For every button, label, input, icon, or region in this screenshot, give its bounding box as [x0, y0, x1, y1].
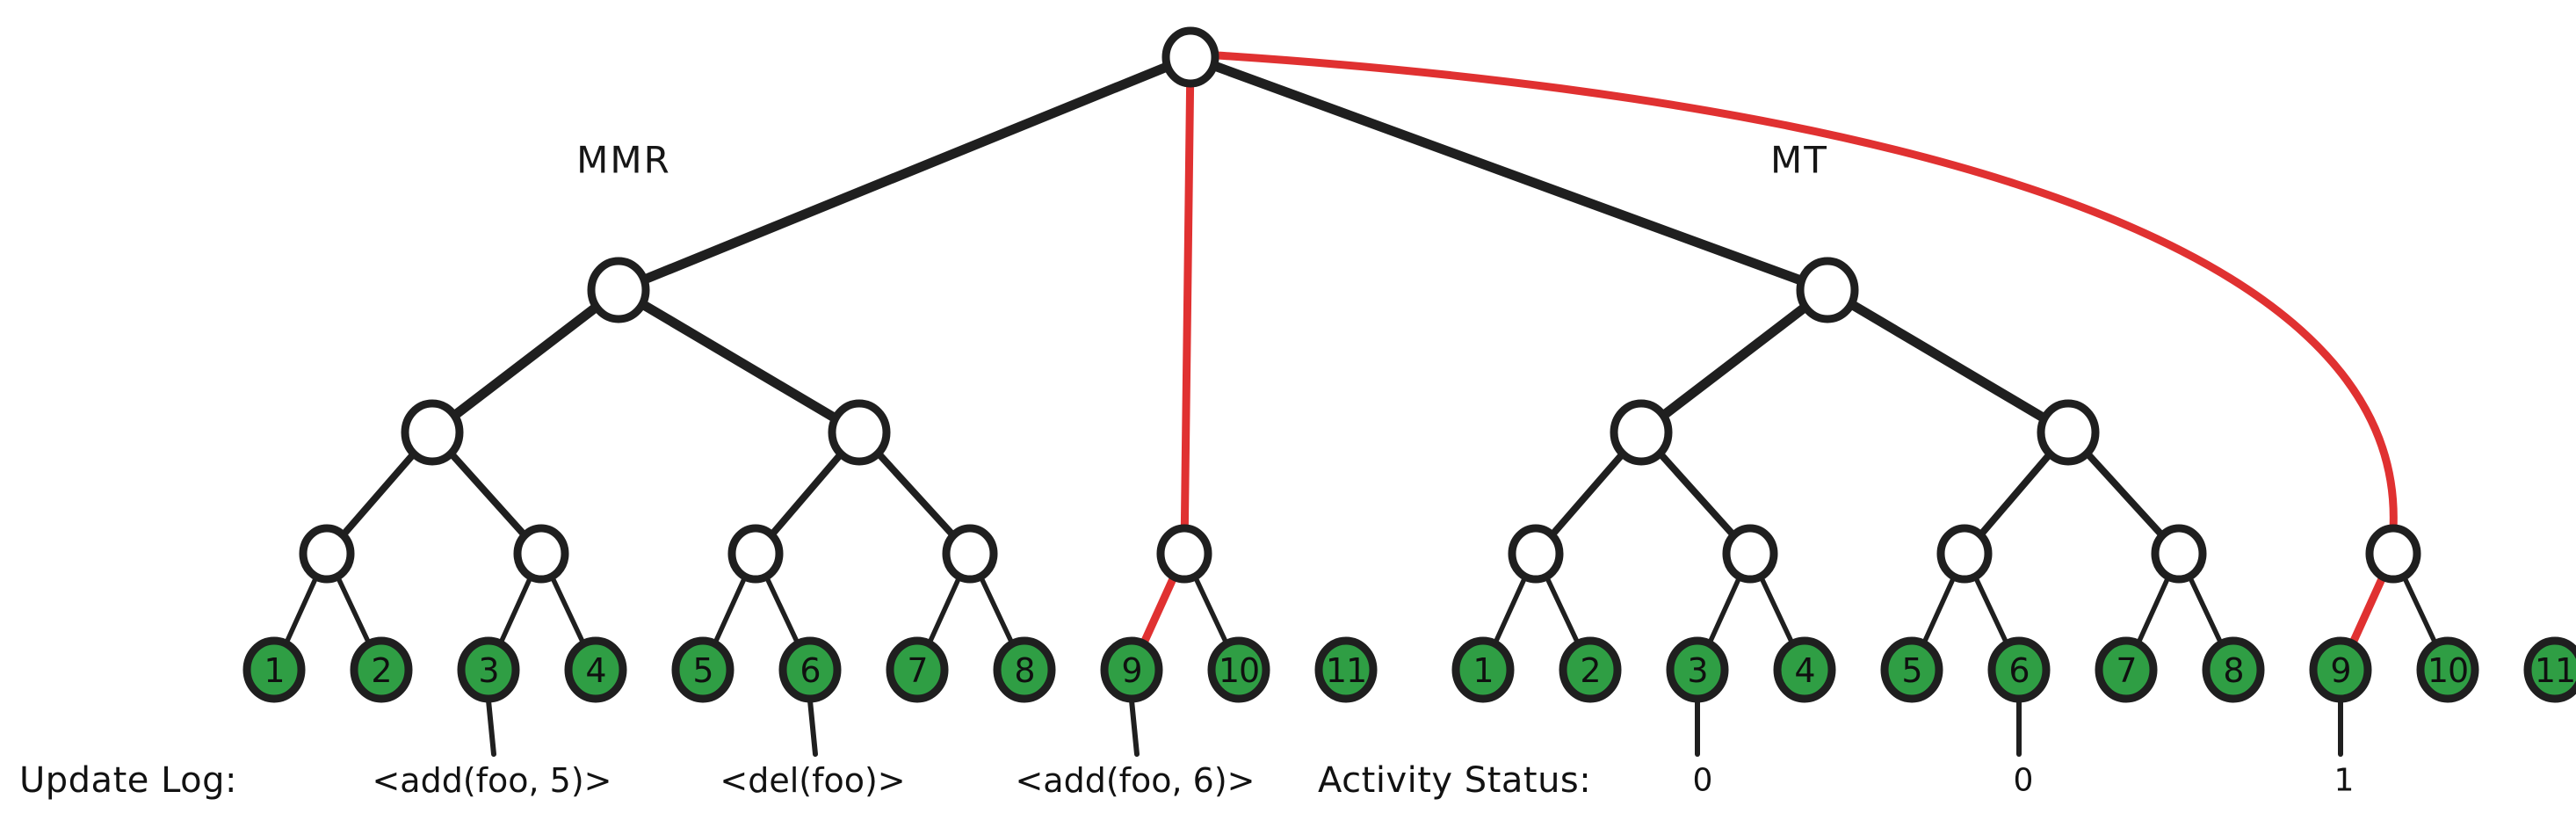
highlight-path-edges	[1140, 51, 2398, 648]
leaf-label: 6	[2008, 651, 2029, 690]
leaf-node-mt-1: 1	[1451, 636, 1515, 703]
leaf-label: 11	[1326, 651, 1366, 690]
root-node	[1161, 26, 1219, 88]
root-circle	[1161, 26, 1219, 88]
leaf-node-mmr-2: 2	[350, 636, 413, 703]
leaf-label: 1	[264, 651, 284, 690]
leaf-label: 10	[2428, 651, 2468, 690]
internal-node-L2-a	[401, 399, 464, 466]
leaf-label: 11	[2535, 651, 2575, 690]
internal-node-R1-right	[1796, 257, 1859, 323]
annotation-ticks	[486, 698, 2343, 757]
leaf-node-mmr-3: 3	[457, 636, 520, 703]
tree-label-mt: MT	[1770, 139, 1828, 182]
update-log-caption: Update Log:	[19, 760, 237, 801]
leaf-label: 1	[1473, 651, 1493, 690]
leaf-node-mmr-1: 1	[242, 636, 306, 703]
leaf-label: 9	[1121, 651, 1141, 690]
leaf-label: 10	[1219, 651, 1259, 690]
internal-node-R3-e	[2365, 524, 2421, 584]
leaf-node-mmr-10: 10	[1207, 636, 1270, 703]
internal-node-L2-b	[828, 399, 891, 466]
leaf-label: 5	[692, 651, 713, 690]
internal-node-R3-c	[1936, 524, 1993, 584]
internal-node-R2-b	[2037, 399, 2100, 466]
leaf-label: 7	[907, 651, 927, 690]
leaf-label: 9	[2330, 651, 2350, 690]
log-entry: <del(foo)>	[720, 761, 905, 800]
internal-nodes	[299, 257, 2421, 584]
leaf-node-mt-2: 2	[1559, 636, 1622, 703]
tick-log-6	[807, 698, 818, 757]
tick-log-3	[486, 698, 496, 757]
internal-node-L3-e	[1156, 524, 1212, 584]
leaf-label: 4	[585, 651, 605, 690]
tree-label-mmr: MMR	[576, 139, 671, 182]
status-entry: 0	[1693, 763, 1713, 799]
leaf-label: 7	[2116, 651, 2136, 690]
leaf-node-mmr-4: 4	[564, 636, 627, 703]
log-entry: <add(foo, 5)>	[372, 761, 611, 800]
internal-node-L1-left	[587, 257, 650, 323]
internal-node-L3-d	[942, 524, 998, 584]
leaf-node-mmr-9: 9	[1100, 636, 1163, 703]
activity-status-caption: Activity Status:	[1318, 760, 1591, 801]
update-log-entries: <add(foo, 5)> <del(foo)> <add(foo, 6)>	[372, 761, 1255, 800]
internal-node-L3-b	[513, 524, 569, 584]
internal-node-R3-d	[2151, 524, 2207, 584]
leaf-node-mt-11: 11	[2523, 636, 2576, 703]
leaf-node-mmr-7: 7	[886, 636, 949, 703]
leaf-node-mt-9: 9	[2309, 636, 2372, 703]
leaf-label: 8	[1014, 651, 1034, 690]
leaf-node-mt-6: 6	[1987, 636, 2051, 703]
tree-edges	[283, 61, 2438, 646]
status-entry: 1	[2334, 763, 2355, 799]
leaf-node-mmr-5: 5	[671, 636, 734, 703]
leaf-label: 2	[371, 651, 391, 690]
internal-node-R3-a	[1508, 524, 1564, 584]
leaf-node-mt-5: 5	[1880, 636, 1943, 703]
internal-node-L3-c	[727, 524, 784, 584]
leaf-label: 6	[800, 651, 820, 690]
leaf-label: 8	[2223, 651, 2243, 690]
leaf-label: 3	[478, 651, 498, 690]
internal-node-R3-b	[1722, 524, 1778, 584]
leaf-label: 4	[1794, 651, 1814, 690]
status-entry: 0	[2014, 763, 2034, 799]
internal-node-R2-a	[1610, 399, 1673, 466]
leaf-node-mmr-11: 11	[1314, 636, 1378, 703]
internal-node-L3-a	[299, 524, 355, 584]
leaf-node-mt-7: 7	[2095, 636, 2158, 703]
leaf-label: 3	[1687, 651, 1707, 690]
tick-log-9	[1129, 698, 1140, 757]
leaf-node-mt-10: 10	[2416, 636, 2479, 703]
activity-status-entries: 0 0 1	[1693, 763, 2355, 799]
leaf-node-mmr-6: 6	[778, 636, 842, 703]
leaf-node-mt-3: 3	[1666, 636, 1729, 703]
leaf-label: 2	[1580, 651, 1600, 690]
leaf-node-mmr-8: 8	[993, 636, 1056, 703]
leaf-label: 5	[1901, 651, 1921, 690]
leaf-node-mt-8: 8	[2202, 636, 2265, 703]
leaf-node-mt-4: 4	[1773, 636, 1836, 703]
log-entry: <add(foo, 6)>	[1015, 761, 1255, 800]
